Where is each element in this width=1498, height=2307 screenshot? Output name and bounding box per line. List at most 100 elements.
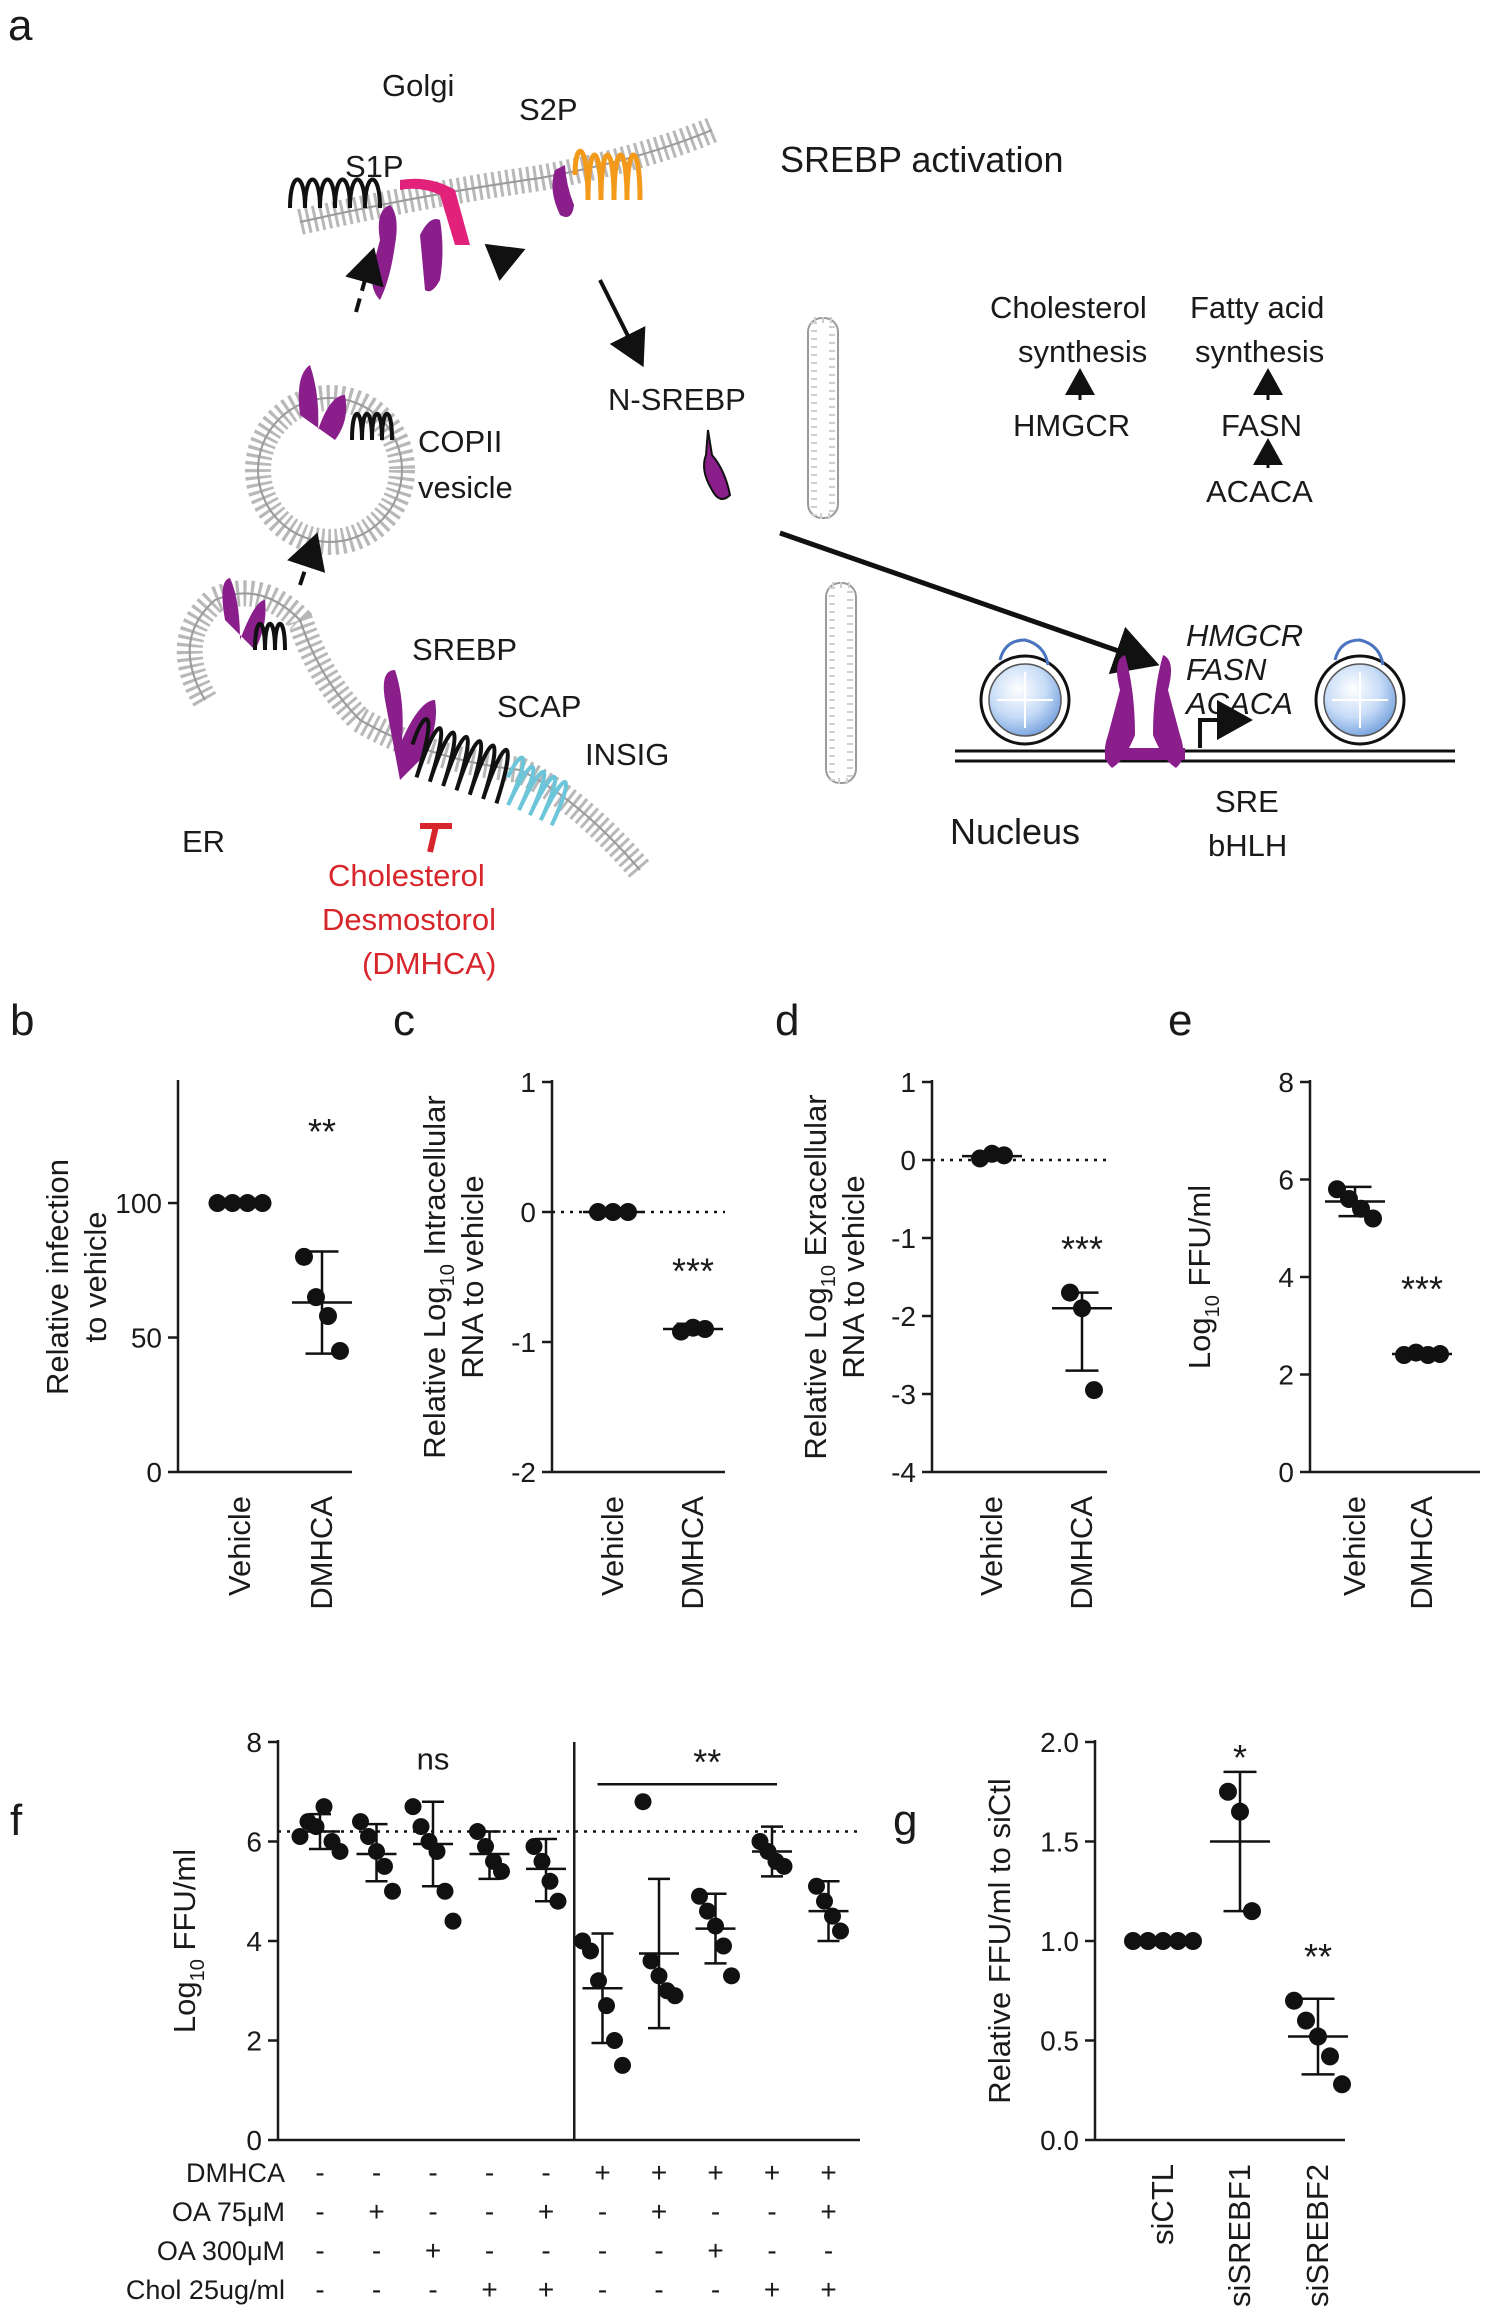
scap-label: SCAP bbox=[497, 689, 581, 724]
copii-vesicle bbox=[245, 385, 415, 555]
condition-value: - bbox=[428, 2196, 437, 2227]
data-point bbox=[384, 1882, 401, 1900]
copii-label-line2: vesicle bbox=[418, 470, 513, 505]
gene-hmgcr: HMGCR bbox=[1186, 618, 1303, 653]
condition-value: + bbox=[764, 2157, 780, 2188]
er-label: ER bbox=[182, 824, 225, 859]
y-tick-label: 0.0 bbox=[1040, 2125, 1079, 2156]
y-tick-label: 4 bbox=[1278, 1262, 1294, 1293]
condition-value: + bbox=[820, 2274, 836, 2305]
condition-value: + bbox=[425, 2235, 441, 2266]
nucleosome-icon bbox=[979, 638, 1071, 746]
data-point bbox=[1285, 1991, 1303, 2010]
condition-value: - bbox=[767, 2235, 776, 2266]
x-tick-label: siSREBF2 bbox=[1300, 2164, 1335, 2307]
condition-value: - bbox=[711, 2196, 720, 2227]
significance-label: ** bbox=[1304, 1936, 1332, 1977]
x-tick-label: DMHCA bbox=[1404, 1496, 1439, 1610]
y-tick-label: -4 bbox=[891, 1457, 916, 1488]
fa-synthesis-line1: Fatty acid bbox=[1190, 290, 1324, 325]
y-tick-label: 0 bbox=[1278, 1457, 1294, 1488]
gene-acaca: ACACA bbox=[1184, 686, 1293, 721]
panel-label: a bbox=[8, 1, 33, 50]
condition-value: - bbox=[711, 2274, 720, 2305]
data-point bbox=[598, 1997, 615, 2015]
panel-label: f bbox=[10, 1796, 23, 1845]
y-axis-title: Relative Log10 IntracellularRNA to vehic… bbox=[417, 1095, 490, 1458]
y-tick-label: 2 bbox=[246, 2026, 262, 2057]
data-point bbox=[315, 1798, 333, 1816]
y-tick-label: 50 bbox=[131, 1323, 162, 1354]
condition-value: - bbox=[372, 2157, 381, 2188]
chol-synthesis-line2: synthesis bbox=[1018, 334, 1147, 369]
x-tick-label: Vehicle bbox=[974, 1496, 1009, 1596]
condition-value: - bbox=[598, 2196, 607, 2227]
inhibitor-label-line2: Desmostorol bbox=[322, 902, 496, 937]
y-tick-label: 4 bbox=[246, 1926, 262, 1957]
y-tick-label: 1.5 bbox=[1040, 1827, 1079, 1858]
condition-value: + bbox=[538, 2196, 554, 2227]
condition-value: + bbox=[651, 2196, 667, 2227]
s2p-label: S2P bbox=[519, 92, 578, 127]
x-tick-label: Vehicle bbox=[595, 1496, 630, 1596]
data-point bbox=[549, 1892, 567, 1910]
panel-label: g bbox=[893, 1796, 917, 1845]
data-point bbox=[699, 1902, 716, 1920]
y-tick-label: 0 bbox=[900, 1145, 916, 1176]
condition-label: OA 300μM bbox=[157, 2236, 285, 2266]
y-tick-label: 100 bbox=[115, 1188, 162, 1219]
data-point bbox=[1352, 1199, 1370, 1218]
data-point bbox=[1219, 1782, 1237, 1801]
nucleus-label: Nucleus bbox=[950, 811, 1080, 852]
x-tick-label: Vehicle bbox=[222, 1496, 257, 1596]
panel-a: a SREBP activation Golgi S1P S2P N-SREBP bbox=[8, 1, 1455, 981]
condition-value: - bbox=[485, 2235, 494, 2266]
condition-value: - bbox=[598, 2235, 607, 2266]
s1p-protein-icon bbox=[400, 178, 470, 245]
acaca-label: ACACA bbox=[1206, 474, 1313, 509]
panel-label: d bbox=[775, 996, 799, 1045]
data-point bbox=[816, 1892, 833, 1910]
condition-value: + bbox=[594, 2157, 610, 2188]
data-point bbox=[666, 1987, 684, 2005]
data-point bbox=[606, 2032, 623, 2049]
golgi-membrane bbox=[297, 117, 717, 235]
condition-label: Chol 25ug/ml bbox=[126, 2275, 285, 2305]
data-point bbox=[1321, 2047, 1339, 2066]
data-point bbox=[832, 1922, 849, 1940]
y-axis-title: Relative FFU/ml to siCtl bbox=[982, 1778, 1017, 2104]
condition-value: - bbox=[541, 2235, 550, 2266]
s2p-protein-icon bbox=[552, 148, 643, 218]
condition-value: - bbox=[315, 2274, 324, 2305]
inhibition-icon bbox=[420, 823, 452, 853]
x-tick-label: DMHCA bbox=[304, 1496, 339, 1610]
data-point bbox=[775, 1857, 793, 1875]
condition-value: - bbox=[372, 2235, 381, 2266]
significance-label: *** bbox=[672, 1251, 714, 1292]
data-point bbox=[331, 1341, 349, 1360]
bhlh-label: bHLH bbox=[1208, 828, 1287, 863]
y-axis-title: Relative Log10 ExracellularRNA to vehicl… bbox=[798, 1094, 871, 1459]
condition-value: + bbox=[820, 2196, 836, 2227]
data-point bbox=[444, 1912, 462, 1930]
scap-protein-icon bbox=[288, 177, 382, 209]
y-tick-label: 8 bbox=[1278, 1067, 1294, 1098]
condition-value: - bbox=[315, 2235, 324, 2266]
condition-value: + bbox=[538, 2274, 554, 2305]
y-tick-label: 0 bbox=[146, 1457, 162, 1488]
data-point bbox=[590, 1972, 607, 1990]
y-tick-label: -1 bbox=[891, 1223, 916, 1254]
inhibitor-label-line1: Cholesterol bbox=[328, 858, 485, 893]
data-point bbox=[469, 1823, 486, 1841]
data-point bbox=[634, 1793, 652, 1811]
data-point bbox=[331, 1842, 349, 1860]
panel-a-title: SREBP activation bbox=[780, 139, 1063, 180]
y-tick-label: 2 bbox=[1278, 1360, 1294, 1391]
hmgcr-label: HMGCR bbox=[1013, 408, 1130, 443]
data-point bbox=[360, 1828, 377, 1846]
condition-label: DMHCA bbox=[186, 2158, 285, 2188]
insig-label: INSIG bbox=[585, 737, 669, 772]
